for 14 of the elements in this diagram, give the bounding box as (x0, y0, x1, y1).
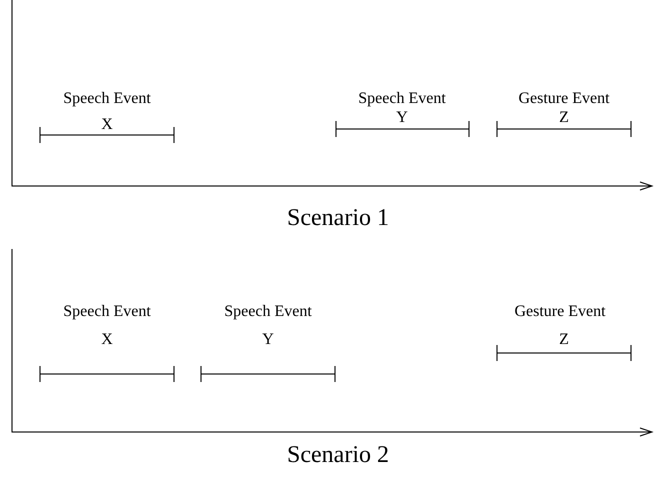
event-label: Speech Event (63, 304, 151, 320)
event-label: Speech Event (358, 91, 446, 107)
event-id: Y (262, 332, 274, 348)
event-id: Y (396, 110, 408, 126)
event-label: Gesture Event (514, 304, 606, 320)
event-label: Speech Event (63, 91, 151, 107)
event-id: X (101, 117, 113, 133)
event-id: Z (559, 332, 569, 348)
event-id: X (101, 332, 113, 348)
event-label: Speech Event (224, 304, 312, 320)
event-id: Z (559, 110, 569, 126)
scenario-title: Scenario 2 (287, 443, 389, 467)
event-label: Gesture Event (518, 91, 610, 107)
scenario-title: Scenario 1 (287, 206, 389, 230)
